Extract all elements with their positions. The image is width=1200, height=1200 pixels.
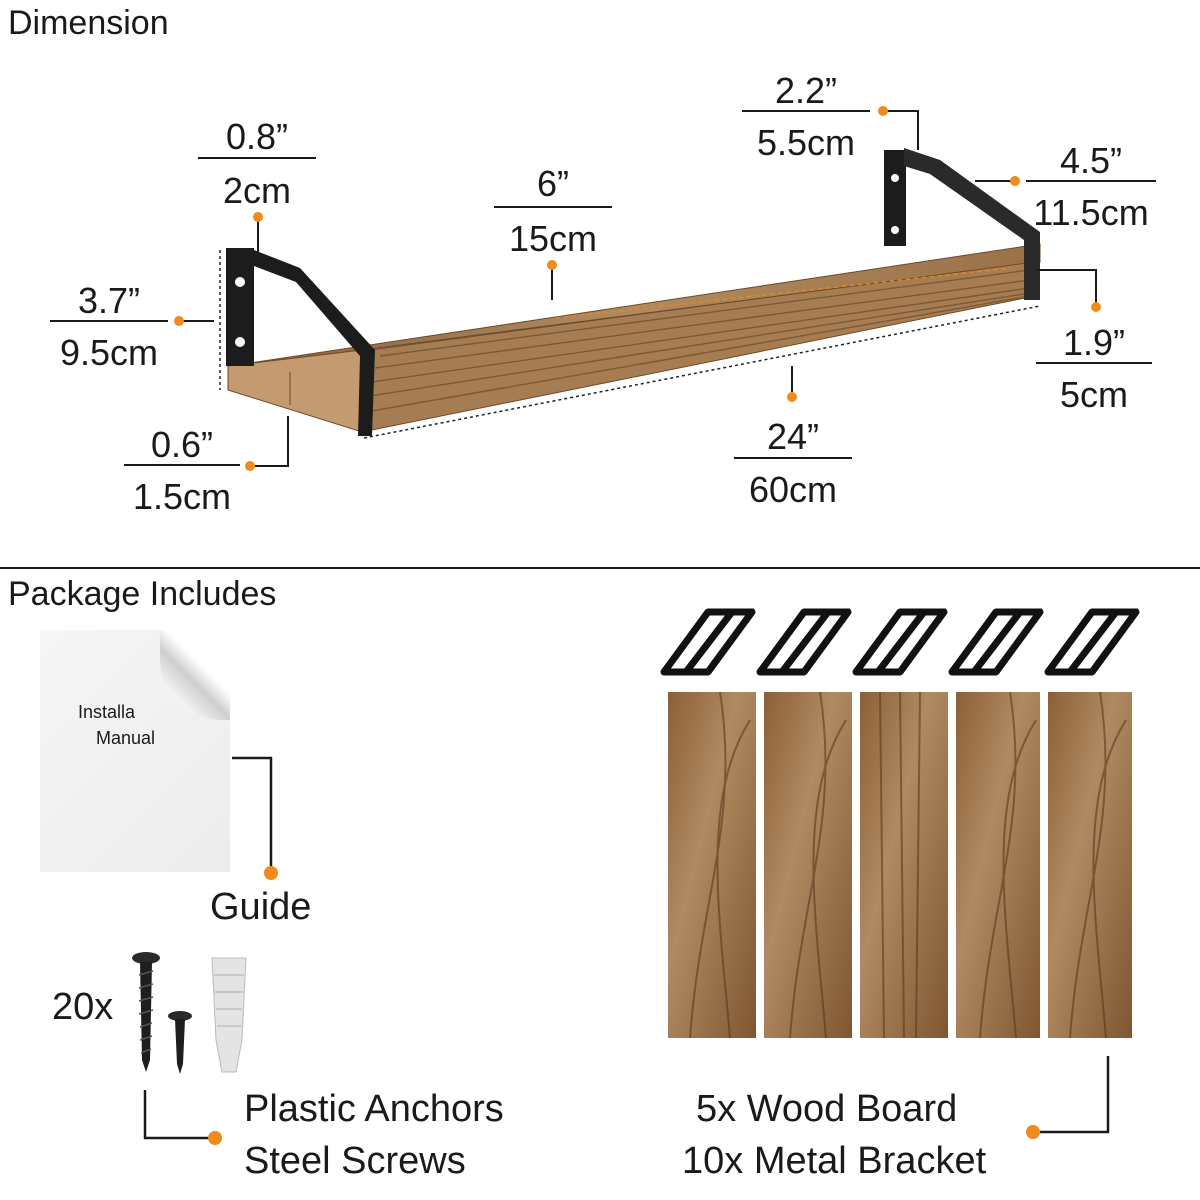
long-screw <box>132 952 160 1072</box>
accent-dot <box>1091 302 1101 312</box>
bracket-pair <box>852 608 948 676</box>
board-length-cm: 60cm <box>748 469 838 510</box>
plastic-anchor <box>211 957 247 1073</box>
divider <box>124 464 240 466</box>
manual-line1: Installa <box>78 702 136 722</box>
shelf-illustration <box>180 110 1097 467</box>
accent-dot <box>253 212 263 222</box>
hardware-line1: Plastic Anchors <box>244 1088 504 1130</box>
left-bracket <box>226 248 375 436</box>
bracket-pair <box>756 608 852 676</box>
bracket-width-cm: 2cm <box>222 170 291 211</box>
divider <box>494 206 612 208</box>
bracket-height-cm: 9.5cm <box>59 332 159 373</box>
lip-height-cm: 5cm <box>1059 374 1128 415</box>
divider <box>198 157 316 159</box>
guide-label: Guide <box>210 886 312 928</box>
dimension-title: Dimension <box>8 4 169 42</box>
board-length-inch: 24” <box>766 416 820 457</box>
divider <box>50 320 168 322</box>
bracket-height-inch: 3.7” <box>77 280 141 321</box>
hardware-line2: Steel Screws <box>244 1140 466 1182</box>
right-bracket <box>884 148 1040 300</box>
bracket-pair <box>660 608 756 676</box>
accent-dot <box>1026 1125 1040 1139</box>
accent-dot <box>787 392 797 402</box>
hardware-count: 20x <box>52 986 114 1028</box>
bracket-pair <box>1044 608 1140 676</box>
accent-dot <box>264 866 278 880</box>
accent-dot <box>878 106 888 116</box>
board-depth-inch: 6” <box>536 163 569 204</box>
bracket-pair <box>948 608 1044 676</box>
accent-dot <box>1010 176 1020 186</box>
section-divider <box>0 567 1200 569</box>
boards-line2: 10x Metal Bracket <box>682 1140 987 1182</box>
package-title: Package Includes <box>8 575 277 613</box>
bracket-arm-inch: 4.5” <box>1059 140 1123 181</box>
accent-dot <box>547 260 557 270</box>
bracket-top-cm: 5.5cm <box>756 122 856 163</box>
wood-boards <box>668 691 1132 1039</box>
accent-dot <box>174 316 184 326</box>
accent-dot <box>208 1131 222 1145</box>
bracket-top-inch: 2.2” <box>774 70 838 111</box>
board-thickness-inch: 0.6” <box>150 424 214 465</box>
divider <box>742 110 870 112</box>
installation-manual: Installa Manual <box>40 630 230 872</box>
page-curl <box>160 630 230 720</box>
board-thickness-cm: 1.5cm <box>132 476 232 517</box>
accent-dot <box>245 461 255 471</box>
bracket-width-inch: 0.8” <box>225 116 289 157</box>
board-depth-cm: 15cm <box>508 218 598 259</box>
boards-line1: 5x Wood Board <box>696 1088 958 1130</box>
lip-height-inch: 1.9” <box>1062 322 1126 363</box>
bracket-arm-cm: 11.5cm <box>1033 192 1149 233</box>
manual-line2: Manual <box>96 728 156 748</box>
divider <box>1026 180 1156 182</box>
divider <box>734 457 852 459</box>
divider <box>1036 362 1152 364</box>
short-screw <box>168 1011 192 1074</box>
